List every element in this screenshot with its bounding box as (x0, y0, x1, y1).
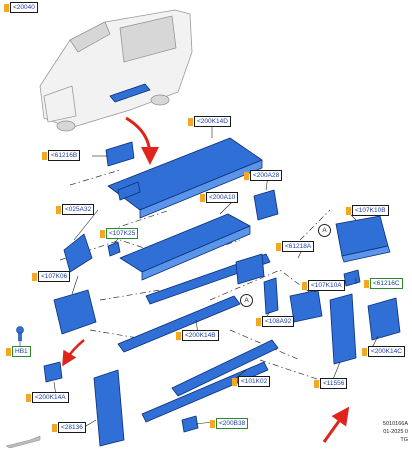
member-025a32 (63, 233, 93, 273)
callout-200b38[interactable]: <200B38 (210, 418, 249, 429)
callout-marker (232, 377, 237, 386)
part-107k25 (107, 241, 121, 257)
box-61218a (235, 253, 265, 285)
callout-marker (188, 117, 193, 126)
detail-marker-a: A (240, 294, 253, 307)
callout-107k10a[interactable]: <107K10A (302, 280, 345, 291)
callout-label: <28136 (58, 422, 86, 433)
callout-label: <11556 (320, 378, 348, 389)
callout-200k14a[interactable]: <200K14A (26, 392, 69, 403)
panel-200k14c (367, 297, 401, 341)
diagram-reference: 5010166A 01-2025 0 TG (383, 420, 408, 444)
callout-101k02[interactable]: <101K02 (232, 376, 271, 387)
floor-panel-upper (107, 137, 263, 219)
callout-label: <20040 (10, 2, 38, 13)
callout-marker (200, 193, 205, 202)
callout-label: <61216C (370, 278, 403, 289)
callout-107k06[interactable]: <107K06 (32, 271, 71, 282)
sill-101k02 (171, 339, 279, 397)
reference-code: 5010166A (382, 421, 408, 427)
callout-marker (6, 347, 11, 356)
callout-label: <200A28 (250, 170, 283, 181)
callout-marker (52, 423, 57, 432)
red-arrow-icon (125, 116, 159, 165)
pillar-11556 (329, 293, 357, 365)
callout-marker (56, 205, 61, 214)
callout-label: <200K14B (182, 330, 219, 341)
callout-label: <200A10 (206, 192, 239, 203)
callout-marker (364, 279, 369, 288)
callout-label: <200K14D (194, 116, 231, 127)
callout-marker (26, 393, 31, 402)
callout-label: <025A32 (62, 204, 95, 215)
callout-label: HB1 (12, 346, 31, 357)
callout-200a28[interactable]: <200A28 (244, 170, 283, 181)
pillar-28136 (93, 369, 125, 447)
part-107k10a (289, 289, 323, 323)
van-illustration (39, 9, 193, 132)
callout-label: <108A92 (262, 316, 295, 327)
panel-107k06 (53, 289, 97, 335)
callout-marker (210, 419, 215, 428)
callout-61216b[interactable]: <61216B (42, 150, 81, 161)
callout-107k25[interactable]: <107K25 (100, 228, 139, 239)
callout-107k10b[interactable]: <107K10B (346, 205, 389, 216)
red-arrow-left-icon (62, 339, 85, 367)
callout-200k14d[interactable]: <200K14D (188, 116, 231, 127)
callout-label: <107K10A (308, 280, 345, 291)
callout-marker (42, 151, 47, 160)
panel-107k10b (335, 215, 391, 263)
guide-lines (59, 169, 331, 381)
callout-label: <107K25 (106, 228, 139, 239)
callout-108a92[interactable]: <108A92 (256, 316, 295, 327)
callout-marker (4, 3, 9, 12)
bracket-61216b (105, 141, 135, 167)
callout-025a32[interactable]: <025A32 (56, 204, 95, 215)
gray-trim-piece (5, 435, 41, 449)
callout-61216c[interactable]: <61216C (364, 278, 403, 289)
callout-marker (244, 171, 249, 180)
callout-marker (256, 317, 261, 326)
red-arrow-bottom-icon (322, 406, 350, 443)
callout-marker (346, 206, 351, 215)
clip-61216c (343, 269, 361, 287)
floor-panel-lower (119, 213, 251, 281)
callout-marker (314, 379, 319, 388)
sill-lower (141, 361, 269, 423)
callout-200k14c[interactable]: <200K14C (362, 346, 405, 357)
callout-20040[interactable]: <20040 (4, 2, 38, 13)
callout-marker (100, 229, 105, 238)
bracket-200a28 (253, 189, 279, 221)
callout-28136[interactable]: <28136 (52, 422, 86, 433)
callout-label: <200K14A (32, 392, 69, 403)
reference-tag: TG (400, 437, 408, 443)
bracket-200b38 (181, 415, 199, 433)
detail-marker-a: A (318, 224, 331, 237)
callout-hb1[interactable]: HB1 (6, 346, 31, 357)
callout-label: <61216B (48, 150, 81, 161)
callout-61218a[interactable]: <61218A (276, 241, 315, 252)
sill-200k14b (117, 295, 241, 353)
bracket-108a92 (263, 277, 279, 315)
callout-label: <200B38 (216, 418, 249, 429)
callout-label: <107K06 (38, 271, 71, 282)
callout-marker (176, 331, 181, 340)
bracket-200k14a (43, 361, 63, 383)
callout-label: <200K14C (368, 346, 405, 357)
reference-date: 01-2025 0 (383, 429, 408, 435)
bolt-hb1 (16, 326, 24, 342)
callout-marker (276, 242, 281, 251)
callout-label: <61218A (282, 241, 315, 252)
callout-marker (302, 281, 307, 290)
callout-marker (32, 272, 37, 281)
callout-200a10[interactable]: <200A10 (200, 192, 239, 203)
callout-11556[interactable]: <11556 (314, 378, 348, 389)
callout-label: <101K02 (238, 376, 271, 387)
callout-marker (362, 347, 367, 356)
callout-label: <107K10B (352, 205, 389, 216)
callout-200k14b[interactable]: <200K14B (176, 330, 219, 341)
